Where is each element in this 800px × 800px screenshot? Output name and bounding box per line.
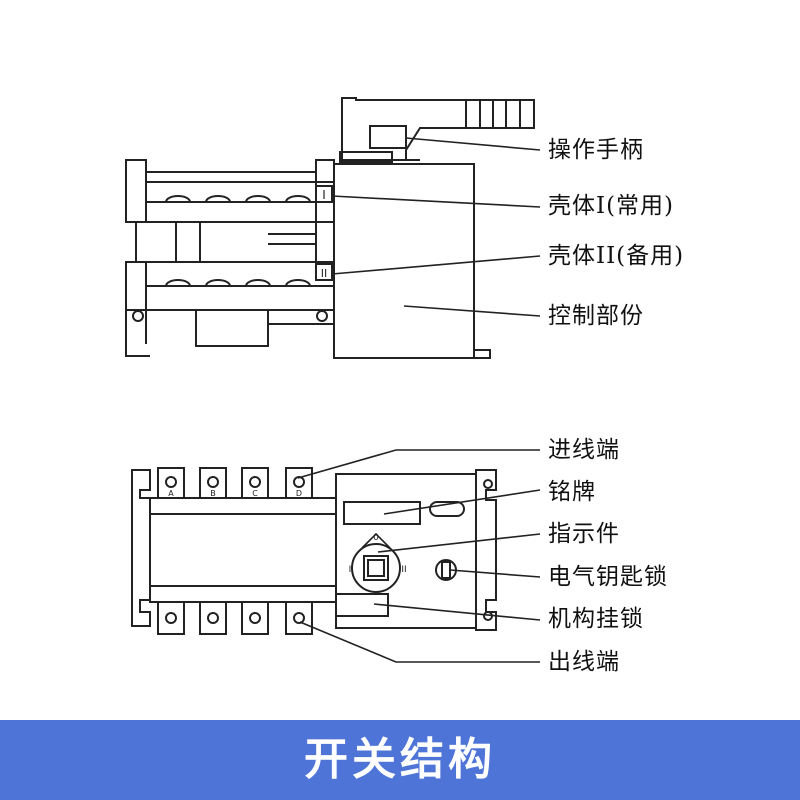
outlet-terminals [157,601,313,635]
terminal-letter-a: A [168,489,174,498]
dial-marks: 0 I II [349,533,407,575]
switch-structure-diagram: I II [125,97,541,663]
front-view-drawing: A B C D 0 I II [131,449,541,663]
right-end-clamp [475,469,497,631]
control-box [333,163,475,359]
control-panel [335,473,477,629]
shell-2-body [125,261,335,357]
dial-mark-right: II [401,565,406,575]
operating-handle [339,97,535,163]
nameplate [343,501,421,525]
label-key-lock: 电气钥匙锁 [548,564,668,590]
dial-mark-left: I [349,565,352,575]
label-nameplate: 铭牌 [548,479,596,505]
terminal-letters: A B C D [168,489,302,498]
shell-1-body [125,159,335,223]
shell-2-mark: II [321,267,328,280]
dial-mark-top: 0 [373,533,379,543]
left-end-clamp [131,469,151,627]
label-operating-handle: 操作手柄 [548,137,644,163]
front-leader-lines [297,449,541,663]
label-outlet-terminal: 出线端 [548,649,620,675]
top-leader-lines [331,137,541,317]
terminal-letter-b: B [210,489,216,498]
inlet-terminals [157,467,313,499]
label-indicator: 指示件 [548,521,620,547]
shell-1-mark: I [322,188,326,202]
terminal-letter-d: D [296,489,302,498]
indicator-dial [351,532,401,593]
label-shell-1: 壳体I(常用) [548,193,675,219]
middle-section [135,221,335,263]
nameplate-small [429,501,465,517]
label-shell-2: 壳体II(备用) [548,243,685,269]
terminal-letter-c: C [252,489,258,498]
footer-title: 开关结构 [304,734,496,785]
top-view-drawing: I II [125,97,541,359]
footer-banner: 开关结构 [0,720,800,800]
label-control-part: 控制部份 [548,303,644,329]
label-inlet-terminal: 进线端 [548,437,620,463]
label-padlock: 机构挂锁 [548,606,644,632]
motor-block [195,309,269,347]
